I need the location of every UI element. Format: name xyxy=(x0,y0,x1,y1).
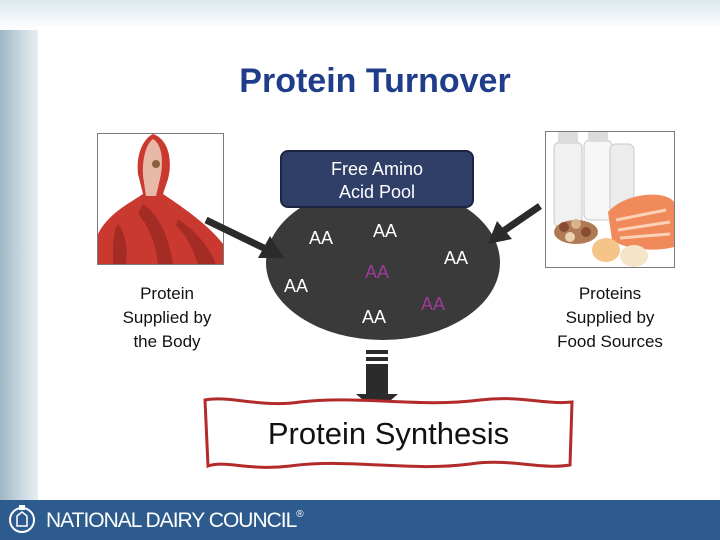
protein-synthesis-label: Protein Synthesis xyxy=(267,416,510,451)
synthesis-scroll xyxy=(203,397,574,469)
body-protein-label: Protein Supplied by the Body xyxy=(92,282,242,354)
footer-bar xyxy=(0,500,720,540)
diagram-overlay xyxy=(203,203,574,469)
amino-acid-label: AA xyxy=(362,307,387,327)
slide-title: Protein Turnover xyxy=(239,62,511,100)
food-label-line: Supplied by xyxy=(565,308,655,327)
right-arrow xyxy=(488,203,542,244)
pool-title-box: Free Amino Acid Pool xyxy=(280,150,474,208)
amino-acid-label: AA xyxy=(284,276,309,296)
body-label-line: Supplied by xyxy=(122,308,212,327)
background-top xyxy=(0,0,720,30)
food-image xyxy=(545,131,675,268)
food-label-line: Food Sources xyxy=(557,332,663,351)
amino-acid-label: AA xyxy=(373,221,398,241)
food-label-line: Proteins xyxy=(578,284,642,303)
registered-mark: ® xyxy=(296,509,303,520)
food-protein-label: Proteins Supplied by Food Sources xyxy=(535,282,685,354)
footer-organization: NATIONAL DAIRY COUNCIL® xyxy=(46,509,304,533)
food-illustration xyxy=(553,132,674,267)
dairy-council-logo-icon xyxy=(9,505,35,533)
body-image xyxy=(97,133,224,265)
left-arrow xyxy=(204,216,284,258)
pool-title-line: Acid Pool xyxy=(338,182,416,202)
organization-name: NATIONAL DAIRY COUNCIL xyxy=(46,509,297,532)
amino-acid-pool xyxy=(266,185,500,340)
pool-title-line: Free Amino xyxy=(330,159,424,179)
body-label-line: Protein xyxy=(140,284,194,303)
anatomy-illustration xyxy=(98,134,223,264)
body-label-line: the Body xyxy=(133,332,201,351)
amino-acid-label: AA xyxy=(444,248,469,268)
amino-acid-label: AA xyxy=(421,294,446,314)
amino-acid-label: AA xyxy=(365,262,390,282)
amino-acid-label: AA xyxy=(309,228,334,248)
